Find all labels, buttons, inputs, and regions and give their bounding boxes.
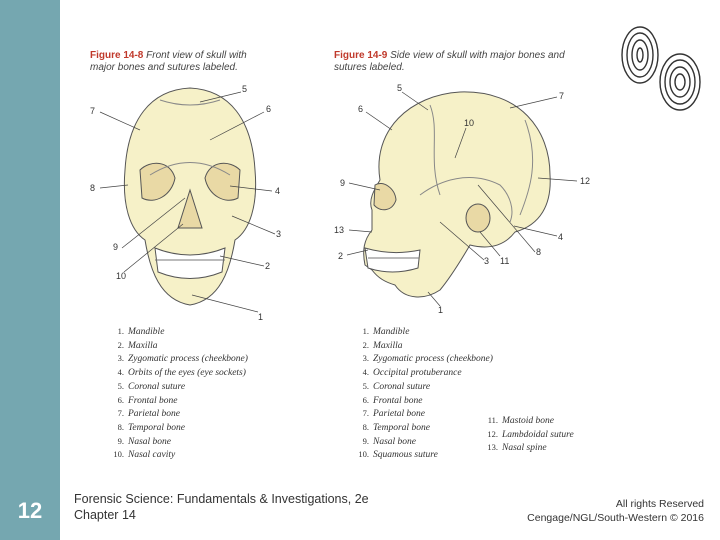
side-callout: 7 <box>559 91 564 101</box>
side-callout: 9 <box>340 178 345 188</box>
legend-item: 4.Occipital protuberance <box>355 366 493 380</box>
legend-item: 10.Nasal cavity <box>110 448 248 462</box>
legend-side: 1.Mandible 2.Maxilla 3.Zygomatic process… <box>355 325 493 462</box>
front-callout: 2 <box>265 261 270 271</box>
front-callout: 1 <box>258 312 263 322</box>
side-callout: 6 <box>358 104 363 114</box>
fingerprint-graphic <box>622 27 700 110</box>
legend-item: 3.Zygomatic process (cheekbone) <box>355 352 493 366</box>
side-callout: 5 <box>397 83 402 93</box>
front-callout: 4 <box>275 186 280 196</box>
front-callout: 10 <box>116 271 126 281</box>
legend-item: 1.Mandible <box>355 325 493 339</box>
legend-front: 1.Mandible 2.Maxilla 3.Zygomatic process… <box>110 325 248 462</box>
side-callout: 8 <box>536 247 541 257</box>
front-callout: 7 <box>90 106 95 116</box>
front-callout: 9 <box>113 242 118 252</box>
legend-item: 2.Maxilla <box>110 339 248 353</box>
legend-item: 5.Coronal suture <box>355 380 493 394</box>
front-callout: 8 <box>90 183 95 193</box>
legend-item: 9.Nasal bone <box>355 435 493 449</box>
front-skull-drawing <box>124 88 255 305</box>
legend-item: 4.Orbits of the eyes (eye sockets) <box>110 366 248 380</box>
legend-item: 1.Mandible <box>110 325 248 339</box>
legend-item: 13.Nasal spine <box>484 441 574 455</box>
footer-publisher: Cengage/NGL/South-Western © 2016 <box>527 511 704 525</box>
legend-item: 12.Lambdoidal suture <box>484 428 574 442</box>
side-callout: 11 <box>500 256 509 266</box>
legend-item: 7.Parietal bone <box>110 407 248 421</box>
legend-item: 6.Frontal bone <box>355 394 493 408</box>
footer-chapter: Chapter 14 <box>74 507 369 523</box>
side-callout: 10 <box>464 118 474 128</box>
legend-item: 10.Squamous suture <box>355 448 493 462</box>
legend-item: 7.Parietal bone <box>355 407 493 421</box>
legend-item: 8.Temporal bone <box>355 421 493 435</box>
side-skull-drawing <box>364 92 551 297</box>
front-callout: 3 <box>276 229 281 239</box>
legend-item: 9.Nasal bone <box>110 435 248 449</box>
legend-item: 2.Maxilla <box>355 339 493 353</box>
front-callout: 5 <box>242 84 247 94</box>
side-callout: 4 <box>558 232 563 242</box>
footer-rights: All rights Reserved <box>527 497 704 511</box>
footer-title: Forensic Science: Fundamentals & Investi… <box>74 491 369 507</box>
legend-item: 11.Mastoid bone <box>484 414 574 428</box>
side-callout: 1 <box>438 305 443 315</box>
legend-item: 5.Coronal suture <box>110 380 248 394</box>
side-callout: 3 <box>484 256 489 266</box>
legend-item: 6.Frontal bone <box>110 394 248 408</box>
footer-course-info: Forensic Science: Fundamentals & Investi… <box>74 491 369 523</box>
legend-side-extra: 11.Mastoid bone 12.Lambdoidal suture 13.… <box>484 414 574 455</box>
side-callout: 2 <box>338 251 343 261</box>
legend-item: 8.Temporal bone <box>110 421 248 435</box>
footer-copyright: All rights Reserved Cengage/NGL/South-We… <box>527 497 704 525</box>
legend-item: 3.Zygomatic process (cheekbone) <box>110 352 248 366</box>
front-callout: 6 <box>266 104 271 114</box>
side-callout: 13 <box>334 225 344 235</box>
side-callout: 12 <box>580 176 590 186</box>
